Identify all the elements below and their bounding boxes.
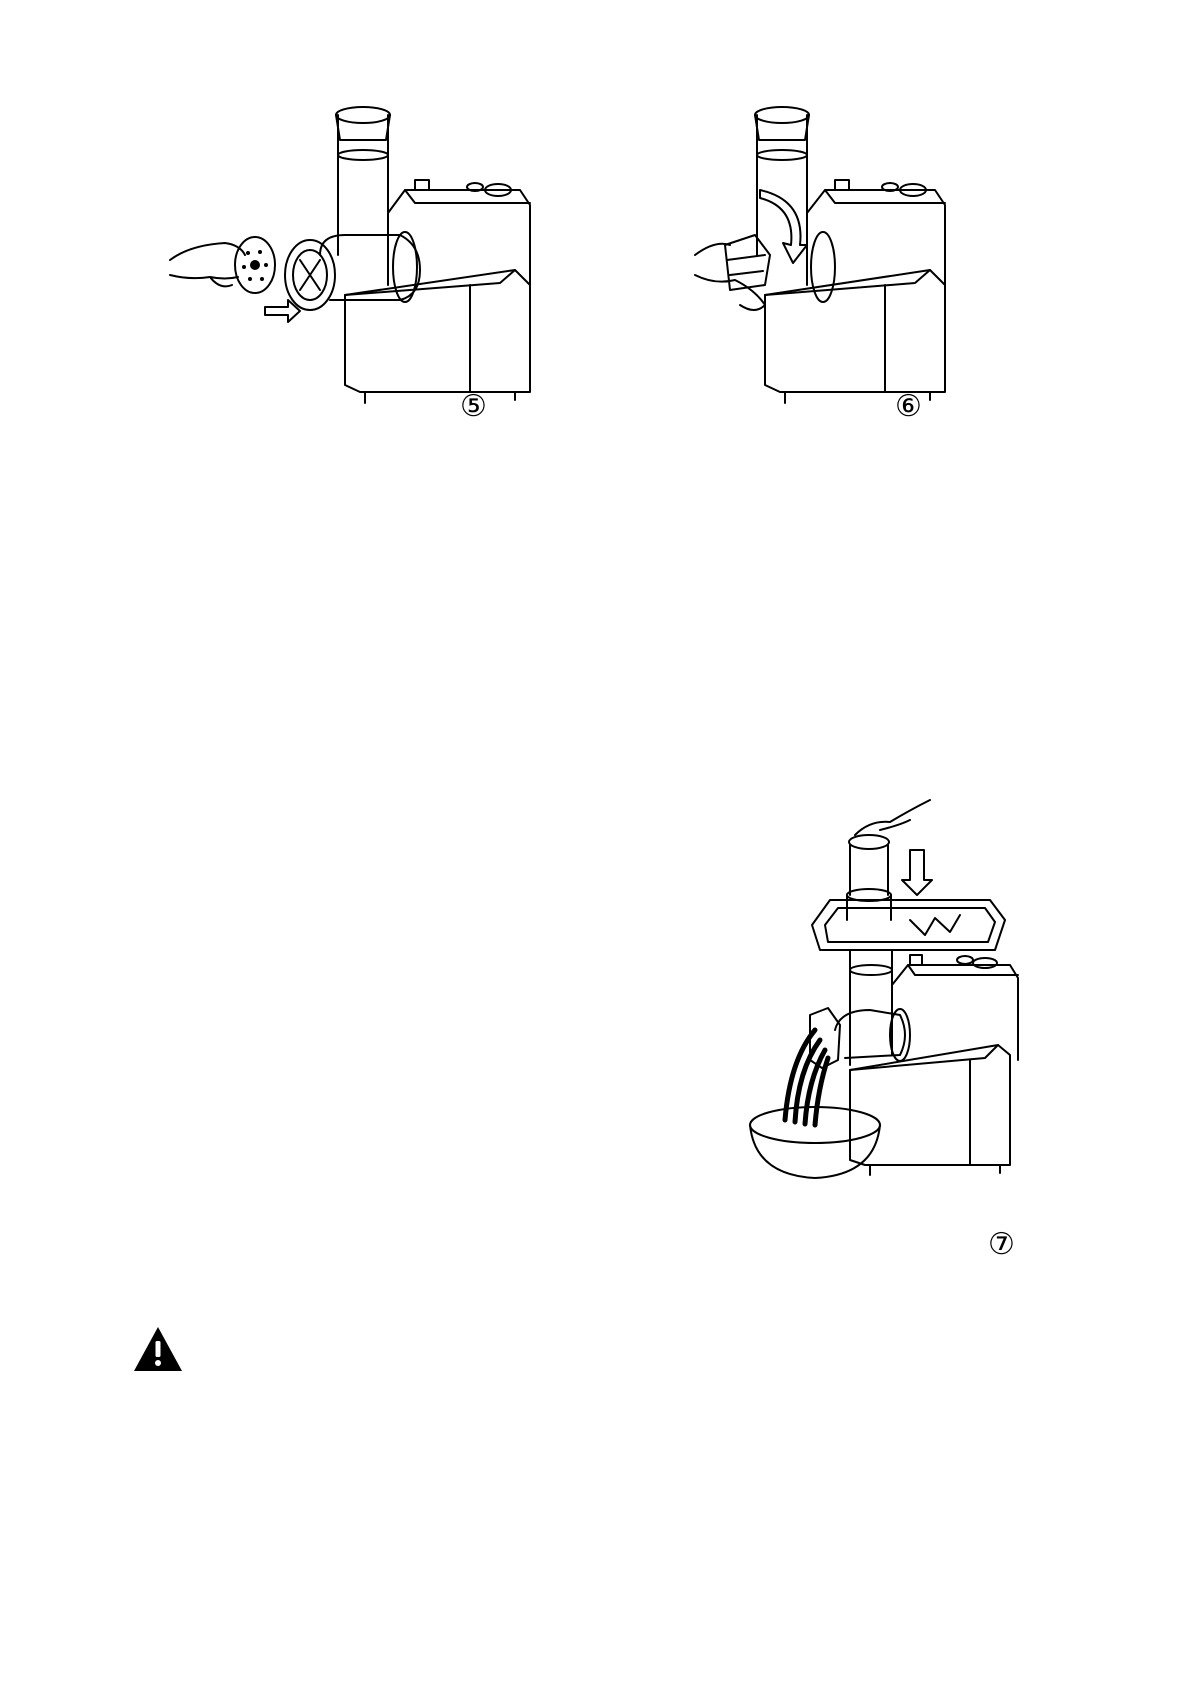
step-number-5: ⑤: [460, 392, 487, 422]
figure-step-6-tighten-nut: [745, 95, 1125, 425]
figure-step-5-attach-plate: [170, 95, 550, 425]
step-number-7: ⑦: [988, 1230, 1015, 1260]
warning-icon: [132, 1325, 184, 1373]
figure-step-7-mincing: [760, 800, 1090, 1270]
step-number-6: ⑥: [895, 392, 922, 422]
